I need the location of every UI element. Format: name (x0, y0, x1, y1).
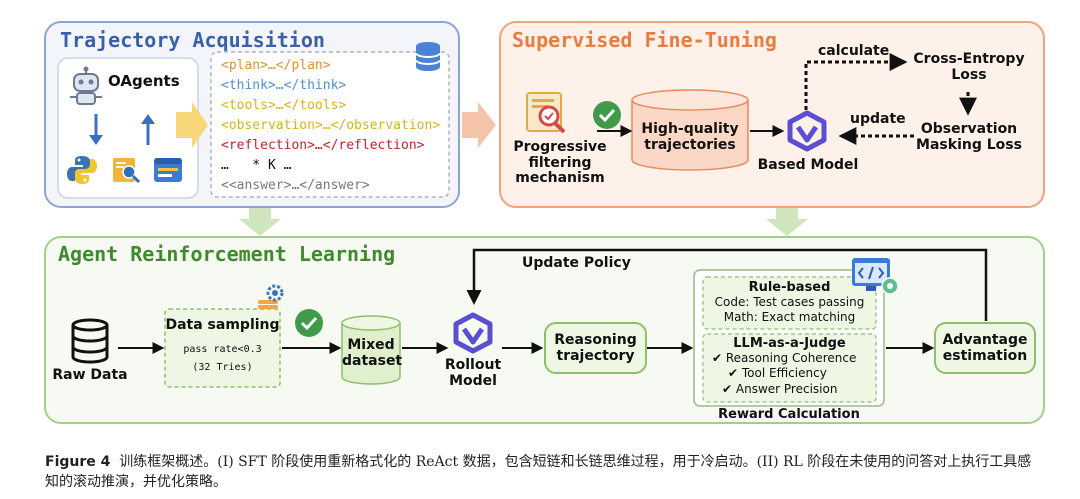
agent-down-arrow (89, 114, 103, 145)
tag-think: <think>…</think> (221, 78, 347, 93)
mixed-dataset-cylinder (341, 315, 401, 385)
check-circle-icon (295, 309, 323, 337)
data-sampling-label: Data sampling (165, 317, 280, 333)
flow-arrow-to-sft (462, 102, 496, 148)
reward-calculation-label: Reward Calculation (718, 407, 860, 422)
tag-observation: <observation>…</observation> (221, 118, 441, 133)
robot-icon (70, 66, 102, 105)
judge-item-answer-precision: ✔ Answer Precision (722, 382, 838, 396)
cross-entropy-loss-label: Cross-Entropy Loss (913, 51, 1025, 83)
based-model-logo-icon (787, 110, 827, 152)
observation-masking-loss-label: Observation Masking Loss (916, 121, 1022, 153)
based-model-label: Based Model (757, 157, 859, 173)
document-search-icon (526, 92, 566, 134)
caption-text: 训练框架概述。(I) SFT 阶段使用重新格式化的 ReAct 数据，包含短链和… (45, 454, 1032, 490)
judge-item-coherence: ✔ Reasoning Coherence (712, 351, 857, 365)
rollout-model-logo-icon (453, 312, 493, 354)
search-page-icon (113, 158, 141, 184)
llm-judge-box (702, 333, 877, 403)
arrow-calculate (804, 53, 908, 110)
arrow-update-policy (466, 248, 988, 321)
gear-stack-icon (258, 284, 284, 309)
database-icon (415, 42, 441, 71)
rl-panel-title: Agent Reinforcement Learning (58, 242, 396, 266)
check-circle-icon (593, 101, 621, 129)
python-icon (67, 156, 97, 184)
rule-based-title: Rule-based (748, 280, 831, 295)
tag-repeat: … * K … (221, 158, 292, 173)
tag-list-box (210, 51, 450, 198)
judge-item-tool-efficiency: ✔ Tool Efficiency (728, 366, 827, 380)
rule-math-text: Math: Exact matching (723, 310, 856, 324)
code-monitor-icon (852, 258, 899, 295)
reasoning-trajectory-box: Reasoning trajectory (544, 322, 647, 374)
flow-arrow-down-left (239, 208, 281, 236)
advantage-estimation-box: Advantage estimation (934, 322, 1036, 374)
rollout-model-label: Rollout Model (444, 357, 502, 389)
tag-plan: <plan>…</plan> (221, 58, 331, 73)
update-policy-label: Update Policy (522, 255, 631, 271)
tag-answer: <<answer>…</answer> (221, 178, 370, 193)
pass-rate-label: pass rate<0.3 (183, 344, 262, 355)
raw-data-label: Raw Data (52, 367, 128, 383)
tries-label: (32 Tries) (192, 362, 253, 373)
calculate-label: calculate (818, 43, 890, 59)
checkmark-icon: ✔ (728, 366, 742, 380)
high-quality-cylinder (631, 89, 749, 171)
tag-reflection: <reflection>…</reflection> (221, 138, 425, 153)
llm-judge-title: LLM-as-a-Judge (733, 336, 846, 351)
flow-arrow-down-right (766, 208, 808, 236)
figure-caption: Figure 4 训练框架概述。(I) SFT 阶段使用重新格式化的 ReAct… (45, 452, 1045, 492)
caption-label: Figure 4 (45, 454, 111, 470)
data-sampling-box (164, 308, 281, 388)
checkmark-icon: ✔ (722, 382, 736, 396)
trajectory-panel-title: Trajectory Acquisition (60, 28, 325, 52)
high-quality-trajectories-label: High-quality trajectories (641, 121, 739, 153)
browser-window-icon (154, 158, 182, 182)
sft-panel-title: Supervised Fine-Tuning (512, 28, 777, 52)
checkmark-icon: ✔ (712, 351, 726, 365)
rule-code-text: Code: Test cases passing (714, 295, 865, 309)
update-label: update (850, 111, 906, 127)
oagents-label: OAgents (108, 72, 180, 90)
rule-based-box (702, 276, 877, 330)
raw-data-icon (71, 318, 109, 364)
tag-tools: <tools>…</tools> (221, 98, 347, 113)
agent-up-arrow (141, 114, 155, 145)
flow-arrow-to-tags (176, 102, 208, 148)
progressive-filtering-label: Progressive filtering mechanism (513, 139, 607, 187)
mixed-dataset-label: Mixed dataset (342, 337, 403, 369)
